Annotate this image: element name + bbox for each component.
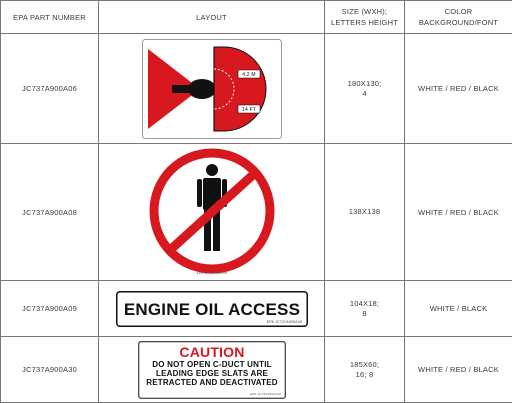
- letter-height: 4: [325, 89, 404, 99]
- size-cell: 138X138: [325, 144, 405, 281]
- color-cell: WHITE / RED / BLACK: [405, 337, 512, 403]
- color-cell: WHITE / RED / BLACK: [405, 144, 512, 281]
- caution-line-3: RETRACTED AND DEACTIVATED: [146, 378, 278, 387]
- header-row: EPA PART NUMBER LAYOUT SIZE (WXH); LETTE…: [1, 1, 512, 34]
- caution-line-2: LEADING EDGE SLATS ARE: [156, 369, 268, 378]
- size-cell: 180X130; 4: [325, 34, 405, 144]
- engine-oil-access-sign: ENGINE OIL ACCESS EPA JC737A900A09: [116, 291, 308, 327]
- color-cell: WHITE / RED / BLACK: [405, 34, 512, 144]
- size-cell: 185X60; 16; 8: [325, 337, 405, 403]
- sign-fine-print: EPA JC737A900A08: [196, 271, 227, 275]
- size-dimensions: 180X130;: [325, 79, 404, 89]
- header-size: SIZE (WXH); LETTERS HEIGHT: [325, 1, 405, 34]
- caution-line-1: DO NOT OPEN C-DUCT UNTIL: [152, 360, 271, 369]
- table-row: JC737A900A08 EPA JC737A900A08 138X138 WH…: [1, 144, 512, 281]
- part-number-cell: JC737A900A06: [1, 34, 99, 144]
- header-color-line1: COLOR: [405, 6, 512, 17]
- header-layout: LAYOUT: [99, 1, 325, 34]
- table-row: JC737A900A09 ENGINE OIL ACCESS EPA JC737…: [1, 281, 512, 337]
- part-number-cell: JC737A900A08: [1, 144, 99, 281]
- layout-cell: EPA JC737A900A08: [99, 144, 325, 281]
- caution-sign: CAUTION DO NOT OPEN C-DUCT UNTIL LEADING…: [138, 341, 286, 399]
- size-dimensions: 185X60;: [325, 360, 404, 370]
- layout-cell: CAUTION DO NOT OPEN C-DUCT UNTIL LEADING…: [99, 337, 325, 403]
- size-dimensions: 138X138: [325, 207, 404, 217]
- color-cell: WHITE / BLACK: [405, 281, 512, 337]
- layout-cell: 4.2 M 14 FT: [99, 34, 325, 144]
- letter-height: 16; 8: [325, 370, 404, 380]
- engine-intake-hazard-icon: 4.2 M 14 FT: [142, 39, 282, 139]
- table-row: JC737A900A30 CAUTION DO NOT OPEN C-DUCT …: [1, 337, 512, 403]
- header-size-line2: LETTERS HEIGHT: [325, 17, 404, 28]
- layout-cell: ENGINE OIL ACCESS EPA JC737A900A09: [99, 281, 325, 337]
- sign-fine-print: EPA JC737A900A30: [250, 392, 281, 396]
- caution-title: CAUTION: [179, 344, 244, 360]
- table-row: JC737A900A06 4.2 M 14 FT: [1, 34, 512, 144]
- part-number-cell: JC737A900A09: [1, 281, 99, 337]
- part-number-cell: JC737A900A30: [1, 337, 99, 403]
- size-dimensions: 104X18;: [325, 299, 404, 309]
- header-color-line2: BACKGROUND/FONT: [405, 17, 512, 28]
- letter-height: 8: [325, 309, 404, 319]
- sign-text: ENGINE OIL ACCESS: [123, 300, 299, 319]
- sign-fine-print: EPA JC737A900A09: [266, 320, 301, 324]
- distance-label-meters: 4.2 M: [242, 72, 256, 78]
- header-part-number: EPA PART NUMBER: [1, 1, 99, 34]
- header-color: COLOR BACKGROUND/FONT: [405, 1, 512, 34]
- no-person-icon: EPA JC737A900A08: [147, 147, 277, 277]
- distance-label-feet: 14 FT: [241, 107, 255, 113]
- size-cell: 104X18; 8: [325, 281, 405, 337]
- header-size-line1: SIZE (WXH);: [325, 6, 404, 17]
